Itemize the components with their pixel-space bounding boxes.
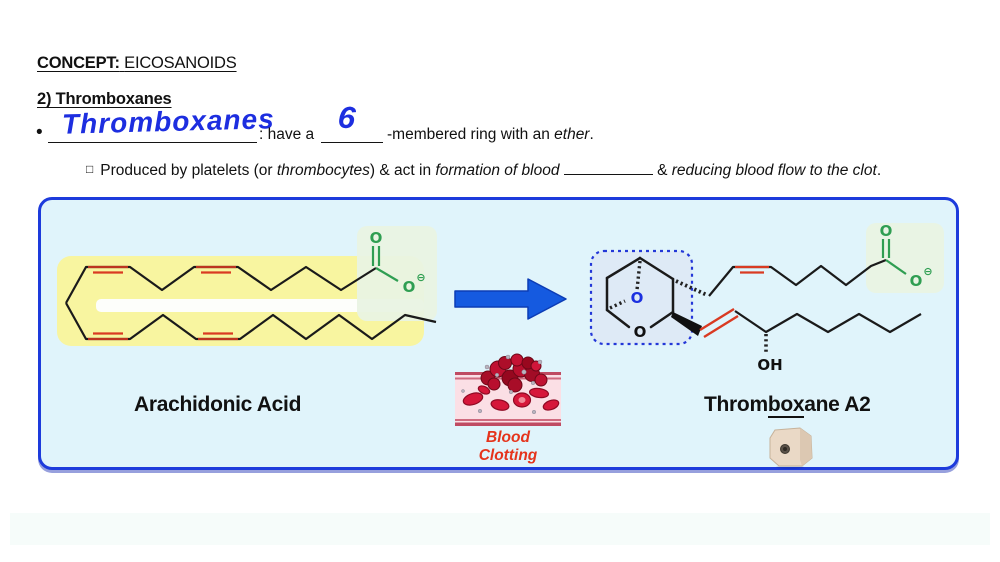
vessel-wall-bottom-outer — [455, 422, 561, 426]
vessel-wall-bottom-inner — [455, 419, 561, 421]
concept-title: CONCEPT: EICOSANOIDS — [37, 54, 237, 73]
faint-bottom-strip — [10, 513, 990, 545]
green-highlight-aa — [357, 226, 437, 321]
aa-negative-charge-icon: ⊖ — [416, 271, 425, 284]
blank-underline-term — [48, 142, 257, 143]
tx-ring-bonds — [605, 256, 675, 329]
tx-carboxylate-bonds — [881, 239, 907, 275]
reaction-arrow-icon — [454, 278, 567, 320]
aa-double-bonds — [88, 265, 238, 341]
platelet-dots — [461, 354, 543, 415]
tx-carboxylate-oxygen: O — [910, 272, 923, 290]
tx-bold-wedge — [671, 312, 702, 336]
bullet-text-2: -membered ring with an ether. — [387, 126, 594, 143]
aa-carboxylate-bonds — [371, 246, 399, 282]
concept-value: EICOSANOIDS — [124, 54, 237, 72]
tx-carbonyl-oxygen: O — [880, 222, 893, 240]
bullet-text-1: : have a — [259, 126, 315, 143]
blood-clotting-illustration — [455, 353, 561, 426]
tx-upper-hash-wedge — [675, 279, 708, 297]
fill-in-blank — [563, 161, 653, 175]
square-bullet-icon: □ — [86, 162, 94, 176]
sub-bullet: □Produced by platelets (or thrombocytes)… — [86, 161, 882, 179]
clot-cluster — [480, 353, 548, 393]
concept-label: CONCEPT: — [37, 54, 120, 72]
section-title: 2) Thromboxanes — [37, 90, 172, 108]
tx-upper-chain — [708, 258, 887, 297]
tx-lower-double-bond — [699, 307, 739, 339]
bullet-italic-word: ether — [554, 126, 590, 143]
bullet-marker: • — [36, 122, 43, 143]
tx-ring-oxygen: O — [634, 323, 647, 341]
aa-carboxylate-oxygen: O — [403, 278, 416, 296]
red-blood-cells — [462, 385, 560, 411]
arachidonic-acid-structure: O O ⊖ — [57, 226, 437, 346]
tx-bridge-oxygen: O — [631, 289, 644, 307]
box-emphasis: box — [767, 393, 805, 418]
blank-underline-answer — [321, 142, 383, 143]
blood-clotting-caption: Blood Clotting — [478, 429, 538, 464]
thromboxane-a2-label: Thromboxane A2 — [704, 393, 871, 418]
thromboxane-a2-structure: O O O O ⊖ OH — [589, 222, 944, 374]
tx-lower-chain — [734, 310, 922, 334]
chain-gap — [96, 299, 424, 312]
arachidonic-acid-label: Arachidonic Acid — [134, 393, 302, 416]
aa-carbonyl-oxygen: O — [370, 229, 383, 247]
tx-negative-charge-icon: ⊖ — [923, 265, 932, 278]
tx-upper-double-bond — [735, 265, 769, 274]
box-icon — [769, 427, 813, 469]
green-highlight-tx — [866, 223, 944, 293]
tx-hydroxyl-label: OH — [757, 356, 782, 374]
